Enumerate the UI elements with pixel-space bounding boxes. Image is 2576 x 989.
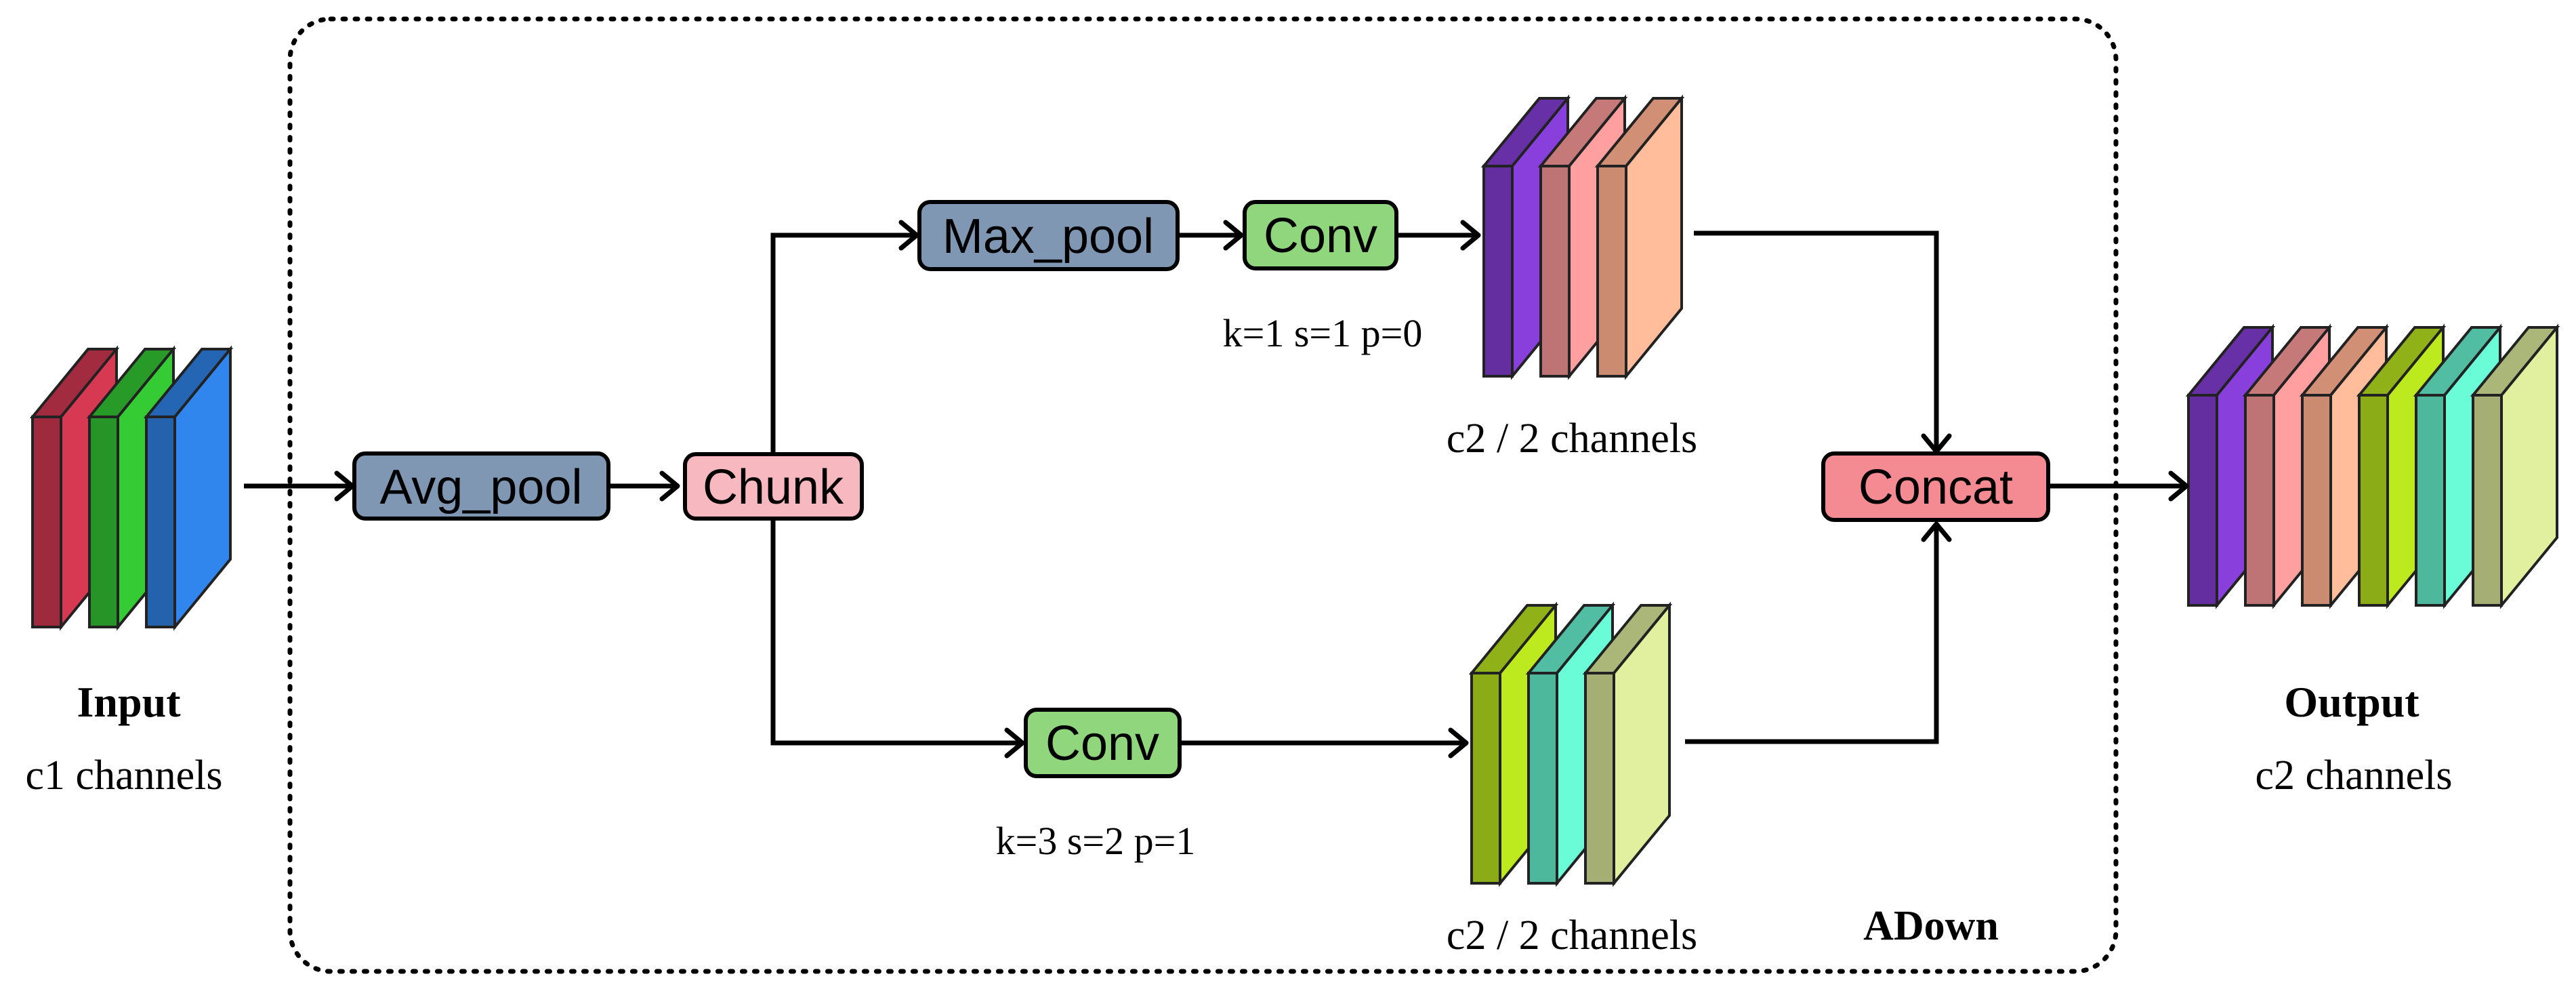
avg-pool-box (352, 451, 610, 521)
bottom-features-channels: c2 / 2 channels (1447, 912, 1697, 958)
module-name: ADown (1863, 903, 1999, 949)
input-sheet-front (31, 416, 62, 628)
input-channels: c1 channels (26, 752, 223, 799)
avg-pool-label: Avg_pool (380, 460, 583, 514)
input-sheet-front (145, 416, 176, 628)
output-title: Output (2284, 678, 2419, 726)
conv-bottom-node: Conv (1024, 708, 1182, 778)
input-sheet-front (88, 416, 119, 628)
bottom-branch-feature-stack (1468, 601, 1673, 887)
output-sheet-front (2358, 394, 2389, 607)
output-sheet-front (2301, 394, 2332, 607)
top-feature-sheet (1594, 94, 1685, 380)
conv-bottom-label: Conv (1045, 716, 1159, 771)
max-pool-node: Max_pool (917, 200, 1180, 271)
concat-node: Concat (1821, 451, 2050, 522)
output-channels: c2 channels (2256, 752, 2453, 799)
conv-top-label: Conv (1264, 209, 1377, 263)
bottom-feature-sheet-front (1527, 672, 1558, 885)
top-features-channels: c2 / 2 channels (1447, 416, 1697, 462)
chunk-label: Chunk (703, 460, 844, 514)
concat-label: Concat (1858, 460, 2013, 514)
conv-top-params: k=1 s=1 p=0 (1223, 311, 1423, 355)
bottom-feature-sheet-front (1584, 672, 1615, 885)
max-pool-box (917, 200, 1180, 271)
input-title: Input (77, 678, 182, 726)
max-pool-label: Max_pool (942, 209, 1154, 264)
arrow-bottom-features-to-concat (1685, 525, 1939, 744)
arrow-chunk-to-conv-bottom (770, 511, 1021, 746)
top-feature-sheet-front (1539, 165, 1571, 378)
conv-bottom-params: k=3 s=2 p=1 (996, 819, 1196, 863)
arrow-top-features-to-concat (1694, 230, 1939, 450)
output-sheet-front (2244, 394, 2275, 607)
output-sheet (2470, 323, 2560, 609)
output-feature-stack (2185, 323, 2560, 609)
conv-bottom-box (1024, 708, 1182, 778)
avg-pool-node: Avg_pool (352, 451, 610, 521)
arrow-chunk-to-maxpool (770, 233, 915, 461)
input-sheet (143, 345, 234, 631)
output-sheet-front (2472, 394, 2503, 607)
output-sheet-front (2187, 394, 2218, 607)
adown-module-border (287, 16, 2119, 974)
input-feature-stack (29, 345, 234, 631)
top-feature-sheet-front (1596, 165, 1627, 378)
chunk-box (683, 452, 864, 521)
chunk-node: Chunk (683, 452, 864, 521)
bottom-feature-sheet (1582, 601, 1673, 887)
output-sheet-front (2415, 394, 2446, 607)
conv-top-node: Conv (1243, 200, 1398, 270)
bottom-feature-sheet-front (1470, 672, 1501, 885)
concat-box (1821, 451, 2050, 522)
top-feature-sheet-front (1482, 165, 1514, 378)
connectors (244, 220, 2189, 759)
conv-top-box (1243, 200, 1398, 270)
top-branch-feature-stack (1480, 94, 1685, 380)
